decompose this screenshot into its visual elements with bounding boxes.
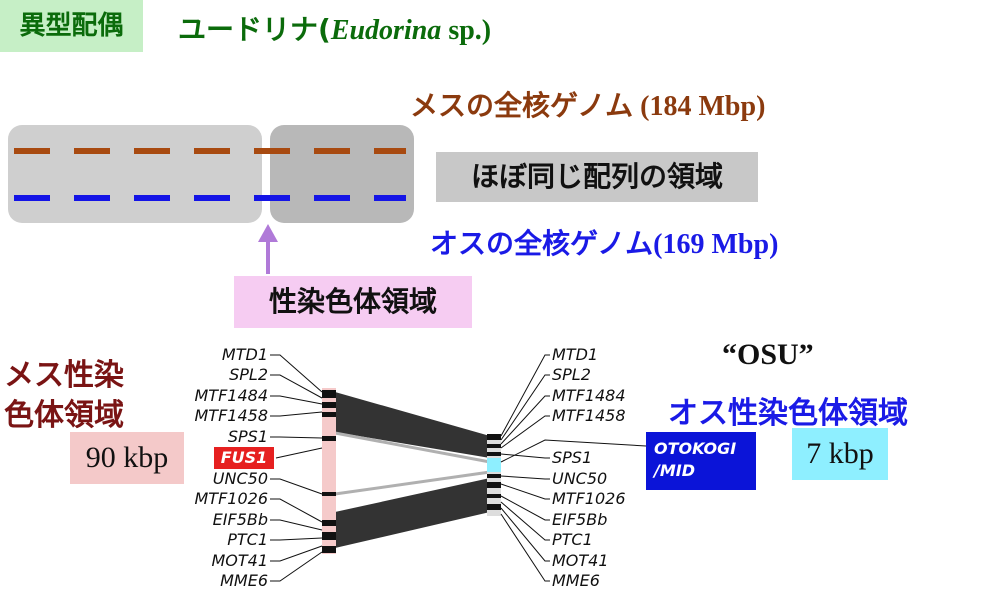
male-genome-size: (169 Mbp) [653,229,779,260]
female-sex-region-label: メス性染 色体領域 [4,356,144,436]
male-gene-unc50: UNC50 [552,469,608,488]
otokogi-line2: /MID [654,461,695,480]
male-gene-eif5bb: EIF5Bb [552,510,608,529]
male-genome-label: オスの全核ゲノム(169 Mbp) [430,222,778,262]
synteny-line-lower [334,470,491,496]
female-gene-mot41: MOT41 [211,551,268,570]
female-gene-mme6: MME6 [220,571,268,590]
shared-genome-block [8,125,262,223]
arrow-up-icon [258,224,278,274]
same-sequence-region-label: ほぼ同じ配列の領域 [436,152,758,202]
male-gene-mtf1484: MTF1484 [552,386,626,405]
male-genome-text: オスの全核ゲノム [430,227,654,260]
male-gene-mtf1458: MTF1458 [552,406,626,425]
title-badge: 異型配偶 [0,0,143,52]
male-gene-leaders [500,354,647,582]
shared-genome-block-right [270,125,414,223]
synteny-band-lower [335,478,490,548]
female-gene-ptc1: PTC1 [227,530,268,549]
female-gene-spl2: SPL2 [229,365,268,384]
organism-japanese: ユードリナ( [178,13,331,46]
female-gene-sps1: SPS1 [227,427,268,446]
female-sex-label-line1: メス性染 [4,358,124,393]
male-gene-mtf1026: MTF1026 [552,489,626,508]
female-chromosome-bands [322,390,336,553]
organism-title: ユードリナ(Eudorina sp.) [178,8,491,48]
synteny-line-upper [334,431,491,464]
female-genome-size: (184 Mbp) [633,91,766,122]
organism-scientific-name: Eudorina [330,15,442,46]
female-region-size: 90 kbp [70,432,184,484]
male-gene-mtd1: MTD1 [552,345,599,364]
female-sex-chromosome-bar [322,388,336,554]
male-gene-mot41: MOT41 [552,551,609,570]
organism-species: sp.) [441,15,492,46]
female-sex-label-line2: 色体領域 [4,398,124,433]
otokogi-mid-gene: OTOKOGI /MID [646,432,756,490]
male-gene-sps1: SPS1 [552,448,593,467]
female-gene-mtd1: MTD1 [221,345,268,364]
synteny-band-upper [335,392,490,458]
male-chromosome-bands [487,434,501,510]
sex-chromosome-region-label: 性染色体領域 [234,276,472,328]
female-genome-text: メスの全核ゲノム [410,89,634,122]
male-region-size: 7 kbp [792,428,888,480]
male-gene-ptc1: PTC1 [552,530,593,549]
female-gene-fus1: FUS1 [214,447,274,469]
male-gene-spl2: SPL2 [552,365,591,384]
female-gene-eif5bb: EIF5Bb [212,510,268,529]
osu-label: “OSU” [722,338,814,371]
female-gene-unc50: UNC50 [212,469,268,488]
female-gene-leaders [270,354,323,582]
male-sex-region-label: オス性染色体領域 [668,396,908,431]
otokogi-line1: OTOKOGI [654,439,737,458]
male-gene-mme6: MME6 [552,571,600,590]
female-genome-label: メスの全核ゲノム (184 Mbp) [410,84,765,124]
female-gene-mtf1458: MTF1458 [194,406,269,425]
female-gene-mtf1026: MTF1026 [194,489,269,508]
male-sex-region-highlight [487,458,501,472]
female-gene-mtf1484: MTF1484 [194,386,269,405]
